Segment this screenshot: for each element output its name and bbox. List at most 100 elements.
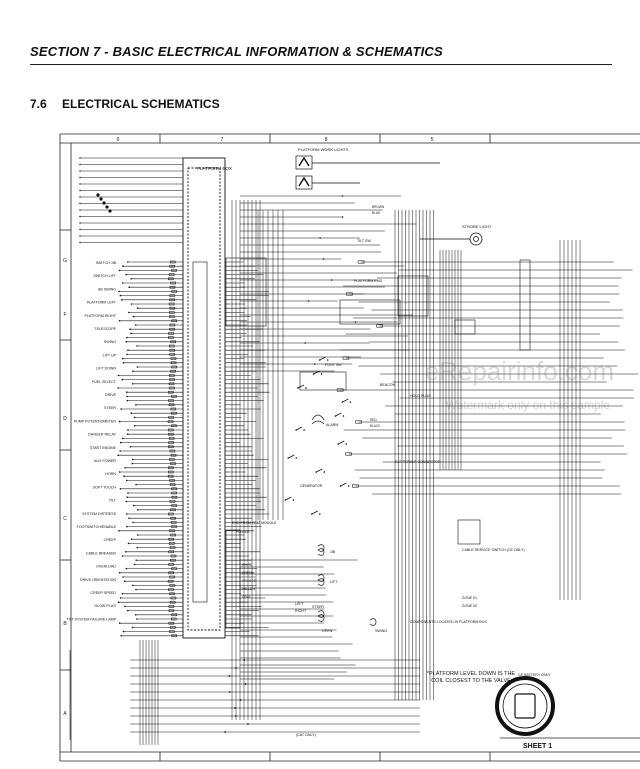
left-function-label: TILT [109, 499, 117, 503]
connector-pin [167, 474, 174, 478]
schematic-border [59, 133, 640, 762]
terminal [79, 163, 81, 166]
valve-coils [317, 544, 377, 626]
terminal [105, 205, 109, 209]
watermark-text: eRepairinfo.com [424, 356, 614, 386]
connector-pin [170, 516, 176, 520]
row-letter: A [63, 711, 67, 717]
terminal [130, 303, 133, 305]
connector-pin [170, 369, 176, 373]
terminal [79, 157, 81, 159]
terminal [129, 328, 131, 331]
wire [297, 384, 305, 389]
connector-pin [168, 588, 174, 591]
connector-pin [171, 319, 177, 323]
left-function-label: SOFT TOUCH [93, 485, 117, 489]
platform-level-note: *PLATFORM LEVEL DOWN IS THE COIL CLOSEST… [426, 671, 516, 684]
connector-pin [169, 306, 176, 310]
terminal [118, 269, 121, 272]
connector-pin [169, 311, 175, 314]
connector-pin [171, 613, 178, 617]
connector-pin [168, 542, 175, 545]
terminal [136, 345, 138, 347]
wire-color-green: GREEN [242, 571, 254, 575]
connector-pin [171, 525, 177, 528]
jib-label: JIB [330, 550, 336, 554]
terminal [322, 258, 325, 260]
terminal [79, 189, 81, 192]
connector-pin [170, 626, 176, 629]
connector-pin [352, 484, 359, 488]
connector-pin [169, 386, 175, 390]
terminal [79, 215, 81, 218]
terminal [126, 399, 129, 402]
connector-pin [169, 592, 175, 596]
terminal [345, 443, 348, 445]
terminal [303, 429, 305, 431]
terminal [120, 299, 123, 301]
left-function-label: SWITCH LIFT [93, 274, 116, 278]
left-function-label: TELESCOPE [94, 327, 116, 331]
terminal [318, 359, 321, 361]
terminal [132, 584, 134, 587]
connector-pin [170, 453, 177, 457]
connector-pin [342, 356, 350, 360]
connector-pin [168, 563, 174, 566]
terminal [311, 513, 313, 515]
terminal [121, 378, 124, 381]
column-number: 7 [221, 137, 224, 143]
connector-pin [167, 420, 174, 423]
terminal [126, 513, 128, 515]
zone-02-label: ZONE 02 [462, 604, 477, 608]
wiring [69, 157, 639, 745]
wire [311, 510, 318, 515]
terminal [136, 366, 139, 368]
left-function-label: OVERLOAD [96, 565, 116, 569]
terminal [234, 715, 237, 717]
connector-pin [168, 390, 174, 394]
terminal [123, 580, 126, 582]
connector-pin [170, 407, 177, 411]
connector-pin [170, 533, 176, 537]
connector-pin [171, 495, 178, 499]
terminal [136, 618, 138, 620]
terminal [132, 504, 135, 507]
terminal [339, 485, 342, 487]
hold-plug-label: HOLD PLUG [410, 394, 431, 398]
connector-pin [346, 292, 353, 296]
connector-pin [169, 479, 175, 482]
left-function-label: START ENGINE [90, 446, 117, 450]
left-function-label: PLATFORM RIGHT [85, 314, 117, 318]
terminal [125, 273, 128, 276]
wire-color-gray: GRAY [242, 595, 252, 599]
swing-label: SWING [375, 629, 387, 633]
terminal [126, 496, 128, 499]
left-function-label: AUX POWER [94, 459, 116, 463]
terminals [79, 157, 357, 733]
terminal [287, 457, 290, 459]
terminal [319, 513, 321, 515]
terminal [243, 659, 246, 661]
lift-label: LIFT [330, 580, 338, 584]
connector-pin [171, 411, 177, 415]
terminal [354, 321, 357, 323]
connector-pin [169, 315, 175, 318]
terminal [135, 483, 137, 486]
terminal [96, 193, 100, 197]
terminal [239, 699, 242, 701]
terminal [126, 391, 128, 394]
left-function-label: JIB SWING [98, 287, 117, 291]
left-function-label: FUEL SELECT [92, 380, 117, 384]
column-number: 8 [325, 137, 328, 143]
terminal [134, 324, 137, 326]
connector-pin [168, 621, 175, 625]
ce-battery-label: CE BATTERY ONLY [518, 673, 551, 677]
wire-color-yellow: YELLOW [242, 587, 255, 591]
terminal [121, 593, 124, 595]
wire [338, 440, 345, 445]
connector-pin [168, 466, 174, 470]
terminal [125, 500, 128, 503]
connector-pin [169, 458, 175, 461]
terminal [125, 479, 128, 482]
terminal [135, 404, 137, 406]
